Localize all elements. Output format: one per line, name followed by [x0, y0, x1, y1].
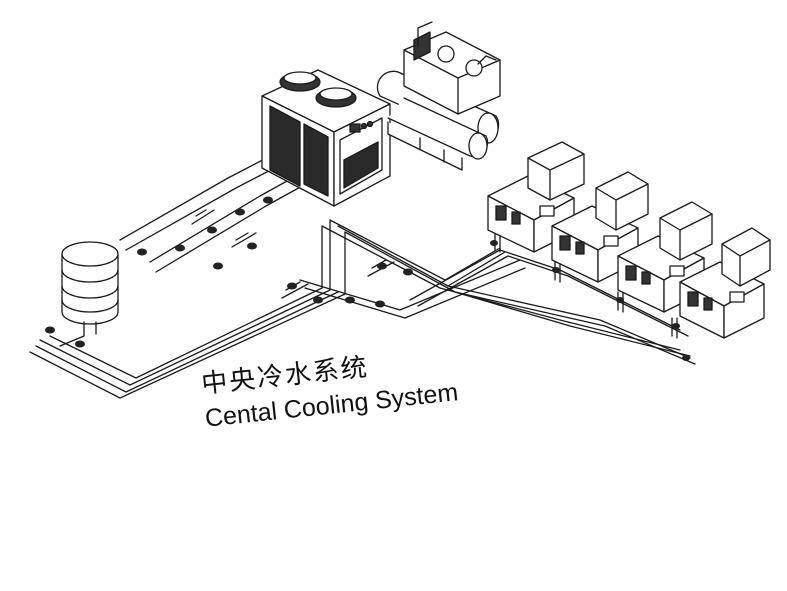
- air-cooled-chiller-unit: [261, 69, 391, 207]
- water-tank: [59, 241, 119, 347]
- fan-coil-unit-2: [551, 171, 649, 283]
- screw-chiller-unit: [376, 21, 501, 171]
- fan-coil-unit-4: [679, 227, 771, 339]
- valve-fittings: [45, 196, 690, 361]
